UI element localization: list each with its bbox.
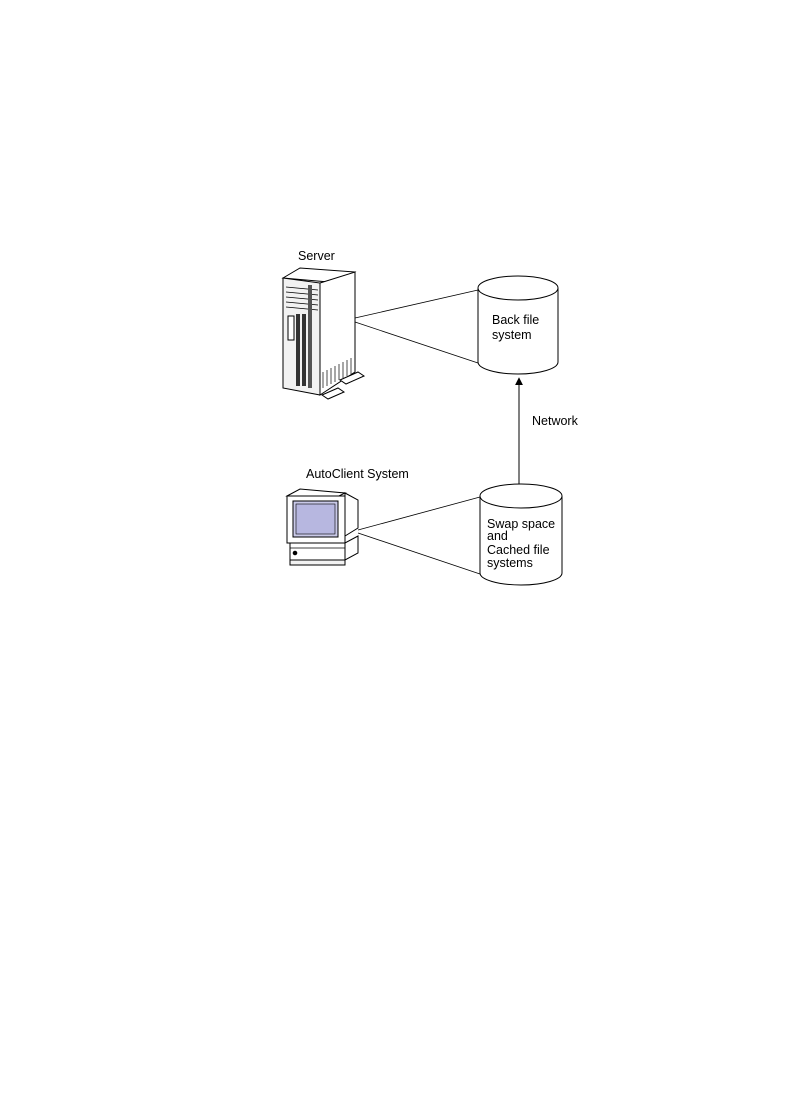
swap-label-line3: Cached file [487, 543, 550, 557]
svg-text:Back file system: Back file system [492, 313, 543, 342]
swap-label-line4: systems [487, 556, 533, 570]
server-storage-line-top [354, 289, 479, 319]
swap-label-line1: Swap space [487, 517, 555, 531]
svg-text:Swap space and Cached: Swap space and Cached file systems [487, 517, 559, 570]
swap-label-line2: and [487, 529, 508, 543]
swap-space-cylinder [479, 483, 563, 586]
client-storage-line-top [357, 496, 481, 531]
server-label: Server [298, 249, 335, 263]
network-label: Network [532, 414, 579, 428]
back-file-system-label-line1: Back file [492, 313, 539, 327]
client-storage-line-bottom [357, 532, 481, 575]
server-icon [281, 267, 366, 400]
back-file-system-cylinder [477, 275, 559, 375]
back-file-system-label-line2: system [492, 328, 532, 342]
workstation-icon [285, 488, 359, 566]
autoclient-label: AutoClient System [306, 467, 409, 481]
server-storage-line-bottom [354, 321, 479, 364]
